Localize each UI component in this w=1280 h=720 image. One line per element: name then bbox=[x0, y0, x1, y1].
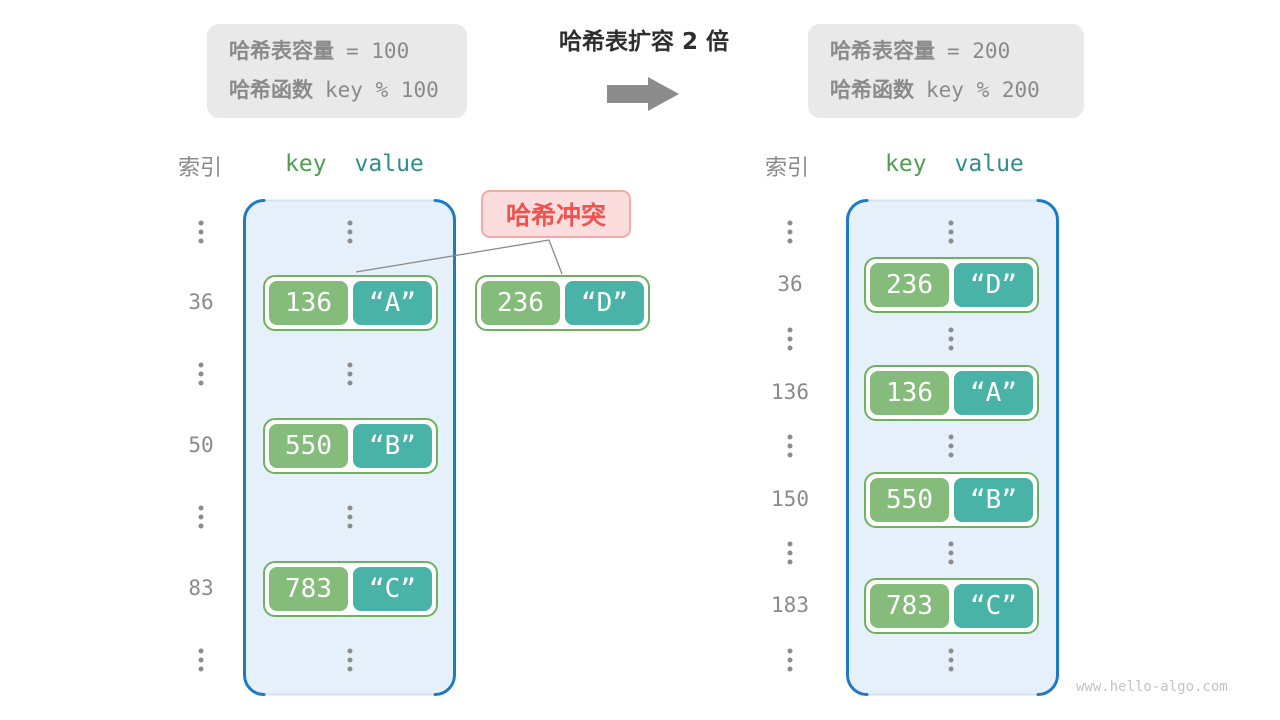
ellipsis-dots bbox=[347, 362, 353, 386]
capacity-line: 哈希表容量 = 200 bbox=[830, 36, 1062, 68]
key-header: key bbox=[885, 151, 927, 177]
value-cell: “C” bbox=[954, 584, 1033, 628]
index-label: 83 bbox=[188, 575, 214, 600]
value-cell: “D” bbox=[954, 263, 1033, 307]
key-cell: 136 bbox=[269, 281, 348, 325]
kv-pair-783-C: 783 “C” bbox=[864, 578, 1039, 634]
ellipsis-dots bbox=[198, 362, 204, 386]
hash-table-info-after: 哈希表容量 = 200 哈希函数 key % 200 bbox=[808, 24, 1084, 118]
capacity-line: 哈希表容量 = 100 bbox=[229, 36, 445, 68]
index-column-header-left: 索引 bbox=[178, 156, 223, 181]
hash-function-label: 哈希函数 bbox=[830, 77, 914, 102]
ellipsis-dots bbox=[948, 434, 954, 458]
key-cell: 236 bbox=[481, 281, 560, 325]
hash-collision-callout: 哈希冲突 bbox=[481, 190, 631, 238]
value-header: value bbox=[354, 151, 424, 177]
ellipsis-dots bbox=[948, 327, 954, 351]
capacity-label: 哈希表容量 bbox=[229, 38, 334, 63]
kv-pair-136-A: 136 “A” bbox=[263, 275, 438, 331]
collision-line-to-236 bbox=[548, 239, 563, 275]
arrow-bar bbox=[607, 85, 648, 103]
index-label: 136 bbox=[771, 379, 809, 404]
key-cell: 136 bbox=[870, 371, 949, 415]
hash-function-value: key % 200 bbox=[926, 77, 1040, 102]
ellipsis-dots bbox=[787, 541, 793, 565]
hash-function-label: 哈希函数 bbox=[229, 77, 313, 102]
index-label: 50 bbox=[188, 432, 214, 457]
key-value-header-left: key value bbox=[285, 151, 424, 177]
kv-pair-236-D: 236 “D” bbox=[864, 257, 1039, 313]
index-label: 150 bbox=[771, 486, 809, 511]
value-cell: “A” bbox=[353, 281, 432, 325]
arrow-head bbox=[648, 77, 679, 111]
key-header: key bbox=[285, 151, 327, 177]
key-cell: 783 bbox=[870, 584, 949, 628]
kv-pair-550-B: 550 “B” bbox=[864, 472, 1039, 528]
value-cell: “B” bbox=[353, 424, 432, 468]
key-cell: 550 bbox=[870, 478, 949, 522]
key-value-header-right: key value bbox=[885, 151, 1024, 177]
key-cell: 550 bbox=[269, 424, 348, 468]
kv-pair-550-B: 550 “B” bbox=[263, 418, 438, 474]
value-cell: “D” bbox=[565, 281, 644, 325]
ellipsis-dots bbox=[198, 220, 204, 244]
index-label: 36 bbox=[188, 289, 214, 314]
ellipsis-dots bbox=[198, 505, 204, 529]
key-cell: 236 bbox=[870, 263, 949, 307]
ellipsis-dots bbox=[787, 220, 793, 244]
kv-pair-236-D-external: 236 “D” bbox=[475, 275, 650, 331]
right-arrow-icon bbox=[607, 77, 679, 111]
value-header: value bbox=[954, 151, 1024, 177]
ellipsis-dots bbox=[347, 648, 353, 672]
ellipsis-dots bbox=[787, 434, 793, 458]
key-cell: 783 bbox=[269, 567, 348, 611]
ellipsis-dots bbox=[198, 648, 204, 672]
value-cell: “C” bbox=[353, 567, 432, 611]
hash-function-line: 哈希函数 key % 200 bbox=[830, 75, 1062, 107]
index-label: 36 bbox=[777, 271, 803, 296]
ellipsis-dots bbox=[787, 648, 793, 672]
ellipsis-dots bbox=[948, 541, 954, 565]
expand-title: 哈希表扩容 2 倍 bbox=[558, 29, 730, 55]
value-cell: “B” bbox=[954, 478, 1033, 522]
ellipsis-dots bbox=[948, 220, 954, 244]
kv-pair-783-C: 783 “C” bbox=[263, 561, 438, 617]
hash-function-value: key % 100 bbox=[325, 77, 439, 102]
value-cell: “A” bbox=[954, 371, 1033, 415]
ellipsis-dots bbox=[787, 327, 793, 351]
ellipsis-dots bbox=[948, 648, 954, 672]
watermark: www.hello-algo.com bbox=[1076, 679, 1228, 695]
index-column-header-right: 索引 bbox=[765, 156, 810, 181]
index-label: 183 bbox=[771, 592, 809, 617]
capacity-value: = 100 bbox=[346, 38, 410, 63]
capacity-value: = 200 bbox=[947, 38, 1011, 63]
ellipsis-dots bbox=[347, 505, 353, 529]
capacity-label: 哈希表容量 bbox=[830, 38, 935, 63]
kv-pair-136-A: 136 “A” bbox=[864, 365, 1039, 421]
hash-table-info-before: 哈希表容量 = 100 哈希函数 key % 100 bbox=[207, 24, 467, 118]
ellipsis-dots bbox=[347, 220, 353, 244]
hash-function-line: 哈希函数 key % 100 bbox=[229, 75, 445, 107]
